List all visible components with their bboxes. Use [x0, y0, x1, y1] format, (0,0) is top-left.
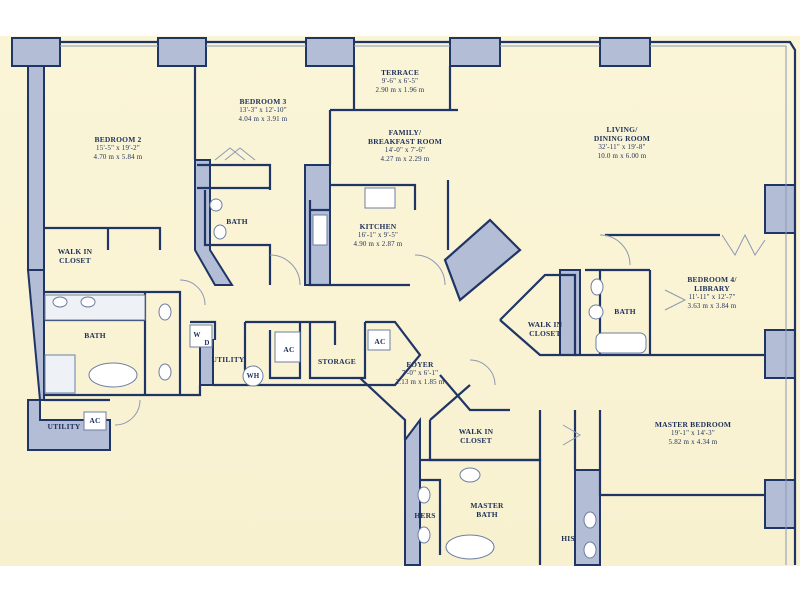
room-name: BEDROOM 4/	[687, 275, 737, 284]
room-label-foyer: FOYER 7'-0" x 6'-1" 2.13 m x 1.85 m	[396, 360, 445, 387]
label-line: MASTER	[470, 501, 504, 510]
label-water-heater: WH	[246, 372, 260, 380]
label-line: CLOSET	[529, 329, 561, 338]
room-dimensions-metric: 4.27 m x 2.29 m	[380, 155, 430, 163]
room-name: FOYER	[406, 360, 434, 369]
room-label-family-breakfast: FAMILY/ BREAKFAST ROOM 14'-0" x 7'-6" 4.…	[368, 128, 442, 164]
door-swings	[114, 147, 766, 446]
label-ac-lower: AC	[89, 416, 101, 425]
room-name: MASTER BEDROOM	[654, 420, 732, 429]
room-label-bedroom-2: BEDROOM 2 15'-5" x 19'-2" 4.70 m x 5.84 …	[94, 135, 143, 162]
room-name: BEDROOM 3	[239, 97, 287, 106]
label-line: CLOSET	[59, 256, 91, 265]
room-dimensions-imperial: 32'-11" x 19'-8"	[598, 143, 646, 151]
label-line: WALK IN	[527, 320, 563, 329]
label-his: HIS	[561, 534, 575, 543]
room-dimensions-imperial: 9'-6" x 6'-5"	[381, 77, 419, 85]
label-line: WALK IN	[57, 247, 93, 256]
label-ac-utility: AC	[283, 345, 295, 354]
label-washer: W	[193, 331, 201, 339]
room-label-terrace: TERRACE 9'-6" x 6'-5" 2.90 m x 1.96 m	[376, 68, 425, 95]
room-label-master-bedroom: MASTER BEDROOM 19'-1" x 14'-3" 5.82 m x …	[655, 420, 731, 447]
walls	[44, 40, 797, 565]
label-utility: UTILITY	[211, 355, 245, 364]
room-label-living-dining: LIVING/ DINING ROOM 32'-11" x 19'-8" 10.…	[594, 125, 650, 161]
room-label-bedroom-3: BEDROOM 3 13'-3" x 12'-10" 4.04 m x 3.91…	[239, 97, 288, 124]
room-dimensions-metric: 4.04 m x 3.91 m	[238, 115, 288, 123]
room-name: BEDROOM 2	[94, 135, 142, 144]
room-dimensions-imperial: 19'-1" x 14'-3"	[671, 429, 715, 437]
room-name: TERRACE	[380, 68, 420, 77]
room-dimensions-metric: 4.70 m x 5.84 m	[93, 153, 143, 161]
room-dimensions-imperial: 7'-0" x 6'-1"	[401, 369, 439, 377]
room-name: LIVING/	[606, 125, 638, 134]
label-ac-storage: AC	[374, 337, 386, 346]
label-line: CLOSET	[460, 436, 492, 445]
room-dimensions-imperial: 11'-11" x 12'-7"	[688, 293, 736, 301]
room-dimensions-imperial: 16'-1" x 9'-5"	[357, 231, 399, 239]
room-name: KITCHEN	[359, 222, 397, 231]
label-bath-bedroom-2: BATH	[84, 331, 106, 340]
room-label-bedroom-4: BEDROOM 4/ LIBRARY 11'-11" x 12'-7" 3.63…	[687, 275, 736, 311]
label-storage: STORAGE	[318, 357, 356, 366]
structural-columns	[11, 37, 796, 566]
fixtures	[44, 187, 647, 560]
label-bath-bedroom-3: BATH	[226, 217, 248, 226]
room-name: FAMILY/	[388, 128, 422, 137]
room-dimensions-metric: 10.0 m x 6.00 m	[597, 152, 647, 160]
room-dimensions-imperial: 15'-5" x 19'-2"	[96, 144, 140, 152]
room-dimensions-metric: 2.13 m x 1.85 m	[395, 378, 445, 386]
room-label-kitchen: KITCHEN 16'-1" x 9'-5" 4.90 m x 2.87 m	[354, 222, 403, 249]
label-line: WALK IN	[458, 427, 494, 436]
room-dimensions-metric: 5.82 m x 4.34 m	[668, 438, 718, 446]
room-name: BREAKFAST ROOM	[368, 137, 442, 146]
label-dryer: D	[204, 339, 210, 347]
room-name: DINING ROOM	[593, 134, 651, 143]
label-hers: HERS	[414, 511, 436, 520]
room-dimensions-metric: 2.90 m x 1.96 m	[375, 86, 425, 94]
room-dimensions-imperial: 14'-0" x 7'-6"	[384, 146, 426, 154]
room-dimensions-imperial: 13'-3" x 12'-10"	[239, 106, 287, 114]
room-dimensions-metric: 3.63 m x 3.84 m	[687, 302, 737, 310]
label-utility-lower: UTILITY	[47, 422, 81, 431]
label-line: BATH	[476, 510, 498, 519]
room-name: LIBRARY	[694, 284, 730, 293]
label-bath-bedroom-4: BATH	[614, 307, 636, 316]
room-dimensions-metric: 4.90 m x 2.87 m	[353, 240, 403, 248]
